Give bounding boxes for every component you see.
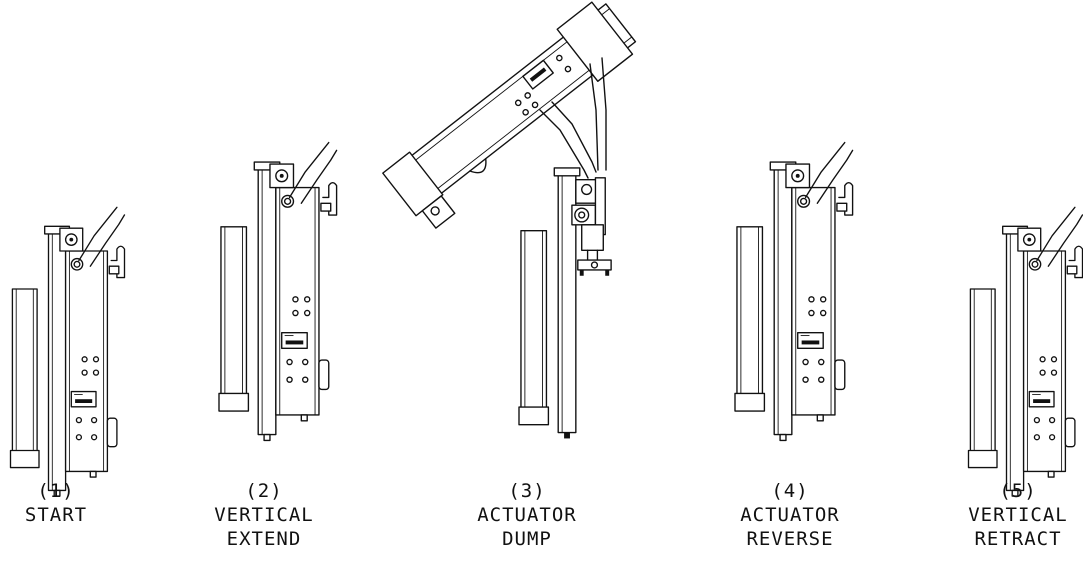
stage-4-label-line2: REVERSE bbox=[746, 528, 833, 550]
stage-1-caption: (1) START bbox=[25, 480, 87, 526]
stage-5-label-line2: RETRACT bbox=[974, 528, 1061, 550]
stage-4-label-line1: ACTUATOR bbox=[740, 504, 840, 526]
stage-2-label-line2: EXTEND bbox=[227, 528, 302, 550]
stage-2-caption: (2) VERTICAL EXTEND bbox=[214, 480, 314, 550]
stage-4-caption: (4) ACTUATOR REVERSE bbox=[740, 480, 840, 550]
stage-3-caption: (3) ACTUATOR DUMP bbox=[477, 480, 577, 550]
stage-3-mechanism bbox=[382, 1, 637, 439]
stage-4-mechanism bbox=[734, 141, 854, 442]
stage-1-mechanism bbox=[9, 206, 126, 497]
stage-5-label-line1: VERTICAL bbox=[968, 504, 1068, 526]
stage-1-label-line1: START bbox=[25, 504, 87, 526]
stage-5-caption: (5) VERTICAL RETRACT bbox=[968, 480, 1068, 550]
stage-2-label-line1: VERTICAL bbox=[214, 504, 314, 526]
stage-3-number: (3) bbox=[508, 480, 545, 502]
stage-5-number: (5) bbox=[999, 480, 1036, 502]
stage-3-label-line2: DUMP bbox=[502, 528, 552, 550]
stage-2-number: (2) bbox=[245, 480, 282, 502]
stage-3-label-line1: ACTUATOR bbox=[477, 504, 577, 526]
stage-2-mechanism bbox=[218, 141, 338, 442]
stage-4-number: (4) bbox=[771, 480, 808, 502]
stage-1-number: (1) bbox=[37, 480, 74, 502]
stage-5-mechanism bbox=[967, 206, 1083, 497]
